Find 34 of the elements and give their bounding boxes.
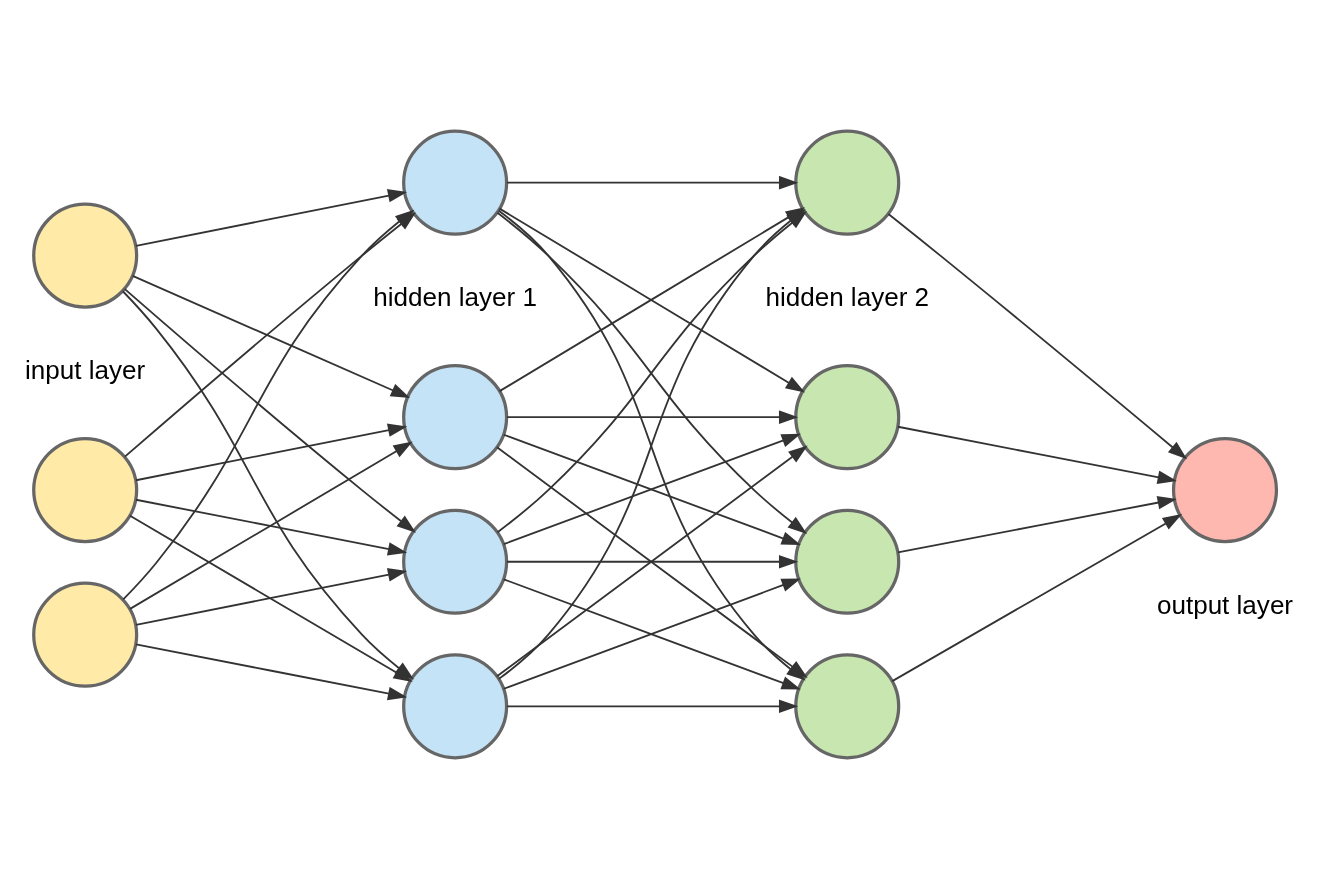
arrow [135,423,408,481]
arrow [502,577,801,690]
arrow [887,212,1188,459]
label: input layer [25,354,146,385]
arrow [897,495,1177,553]
label: hidden layer 2 [765,281,930,312]
arrow [506,409,799,424]
arrow [135,188,408,247]
arrow [135,642,408,700]
arrow [891,513,1182,682]
arrow [506,554,799,568]
arrow [123,287,416,533]
arrow [129,441,413,610]
node-circle [402,652,509,759]
arrow [897,425,1177,484]
arrow [502,433,801,545]
node-circle [794,129,901,236]
arrow [131,274,411,398]
node-circle [32,436,139,543]
node-circle [32,581,139,688]
node-circle [402,363,509,470]
node-circle [794,652,901,759]
arrow [135,498,408,556]
arrow [135,567,408,626]
node-circle [32,202,139,309]
node-circle [794,508,901,615]
node-circle [402,129,509,236]
node-circle [402,508,509,615]
node-circle [794,363,901,470]
arrow [506,175,799,189]
node-circle [1171,436,1279,543]
arrow [506,699,799,713]
label: output layer [1156,589,1294,620]
label: hidden layer 1 [373,281,537,312]
